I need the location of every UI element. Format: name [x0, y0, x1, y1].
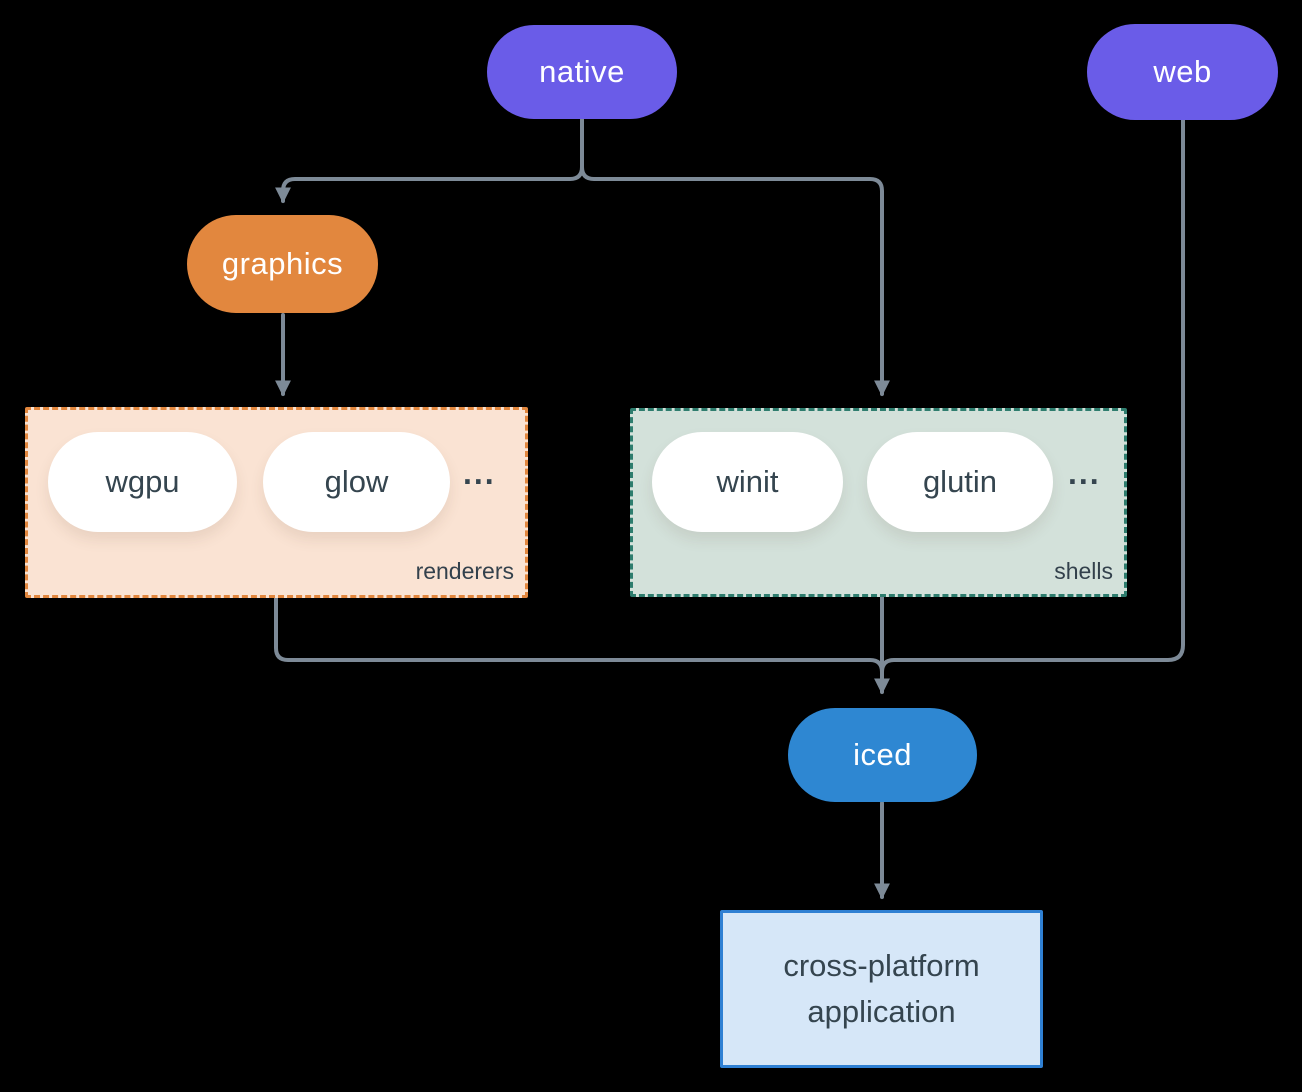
node-cross-platform-application: cross-platform application [720, 910, 1043, 1068]
node-iced-label: iced [853, 737, 912, 772]
edge-native-shells [580, 118, 890, 397]
node-winit-label: winit [716, 464, 779, 499]
node-iced: iced [788, 708, 977, 802]
node-graphics: graphics [187, 215, 378, 313]
node-native: native [487, 25, 677, 119]
node-wgpu-label: wgpu [105, 464, 180, 499]
node-glutin-label: glutin [922, 464, 998, 499]
node-wgpu: wgpu [48, 432, 237, 532]
shells-ellipsis: ... [1068, 455, 1101, 491]
shells-group-label: shells [1054, 558, 1113, 584]
node-native-label: native [539, 54, 625, 89]
node-winit: winit [652, 432, 843, 532]
node-graphics-label: graphics [221, 246, 344, 281]
node-web-label: web [1153, 54, 1212, 89]
edge-renderers-merge [274, 596, 884, 674]
node-glutin: glutin [867, 432, 1053, 532]
app-label-line1: cross-platform [783, 948, 980, 983]
renderers-group-label: renderers [415, 558, 514, 584]
app-label-line2: application [807, 994, 956, 1029]
node-glow: glow [263, 432, 450, 532]
edge-native-graphics [275, 118, 584, 204]
node-glow-label: glow [324, 464, 389, 499]
renderers-ellipsis: ... [463, 455, 496, 491]
node-web: web [1087, 24, 1278, 120]
